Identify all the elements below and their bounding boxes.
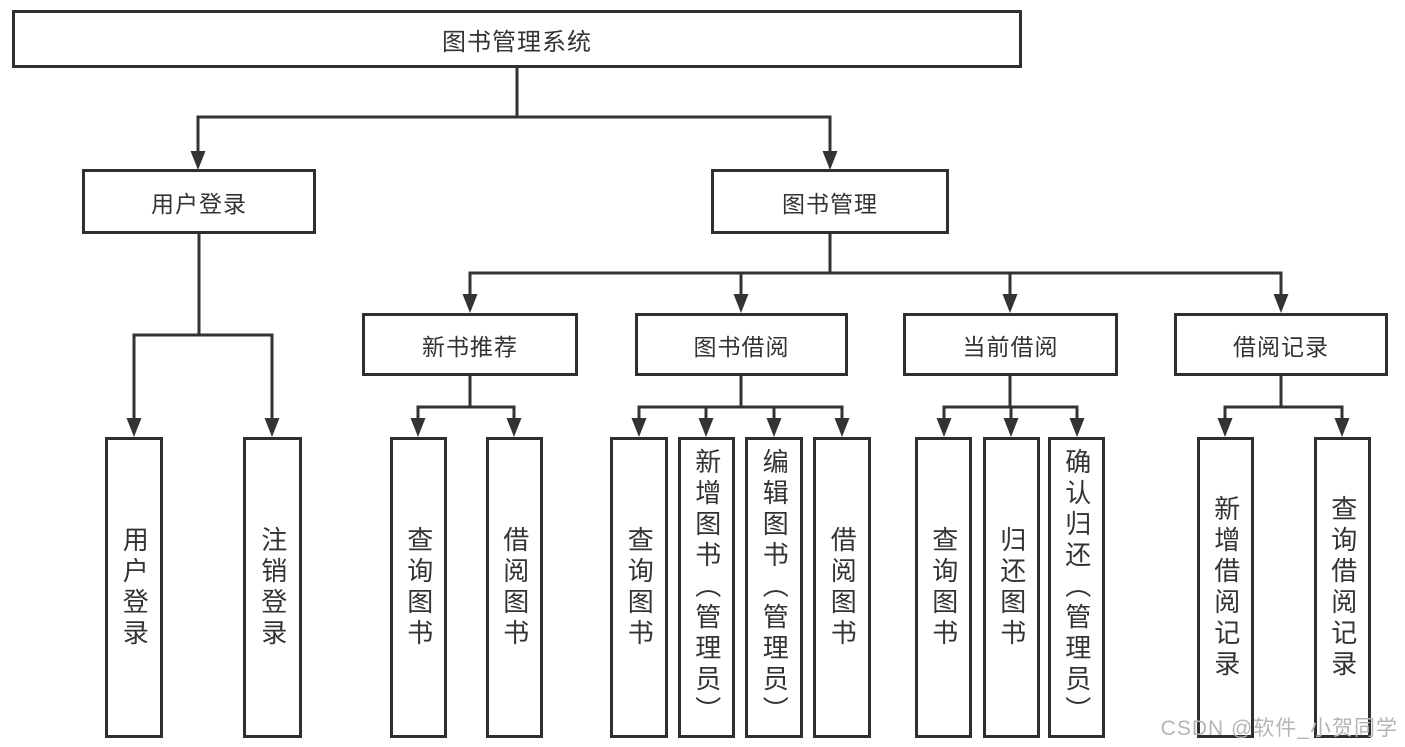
node-label: 用户登录 [119,525,150,650]
node-label: 图书借阅 [693,333,790,360]
node-label: 查询图书 [624,525,655,650]
node-new-book-recommend: 新书推荐 [362,313,578,376]
node-label: 当前借阅 [962,333,1059,360]
leaf-add-books-admin: 新增图书（管理员） [678,437,735,738]
node-label: 注销登录 [257,525,288,650]
node-label: 确认归还（管理员） [1061,448,1092,727]
node-label: 借阅图书 [499,525,530,650]
node-label: 新增借阅记录 [1210,494,1241,681]
leaf-query-books-1: 查询图书 [390,437,447,738]
arrowhead-icons [126,151,1350,437]
leaf-query-books-3: 查询图书 [915,437,972,738]
node-library-system: 图书管理系统 [12,10,1022,68]
leaf-user-login: 用户登录 [105,437,163,738]
node-user-login: 用户登录 [82,169,316,234]
leaf-return-books: 归还图书 [983,437,1040,738]
leaf-query-borrow-record: 查询借阅记录 [1314,437,1371,738]
node-label: 新增图书（管理员） [691,448,722,727]
csdn-watermark: CSDN @软件_小贺同学 [1160,717,1398,740]
node-label: 查询图书 [928,525,959,650]
leaf-edit-books-admin: 编辑图书（管理员） [745,437,803,738]
node-label: 查询图书 [403,525,434,650]
leaf-logout: 注销登录 [243,437,302,738]
node-label: 新书推荐 [422,333,518,360]
node-label: 用户登录 [151,190,247,217]
node-label: 借阅图书 [827,525,858,650]
node-book-borrow: 图书借阅 [635,313,848,376]
node-label: 归还图书 [996,525,1027,650]
node-borrow-records: 借阅记录 [1174,313,1388,376]
leaf-query-books-2: 查询图书 [610,437,668,738]
node-label: 图书管理 [782,190,878,217]
leaf-borrow-books-1: 借阅图书 [486,437,543,738]
node-label: 编辑图书（管理员） [759,448,790,727]
node-label: 借阅记录 [1233,333,1329,360]
leaf-confirm-return-admin: 确认归还（管理员） [1048,437,1105,738]
node-current-borrow: 当前借阅 [903,313,1118,376]
node-label: 图书管理系统 [442,28,592,56]
node-label: 查询借阅记录 [1327,494,1358,681]
leaf-add-borrow-record: 新增借阅记录 [1197,437,1254,738]
leaf-borrow-books-2: 借阅图书 [813,437,871,738]
node-book-management: 图书管理 [711,169,949,234]
